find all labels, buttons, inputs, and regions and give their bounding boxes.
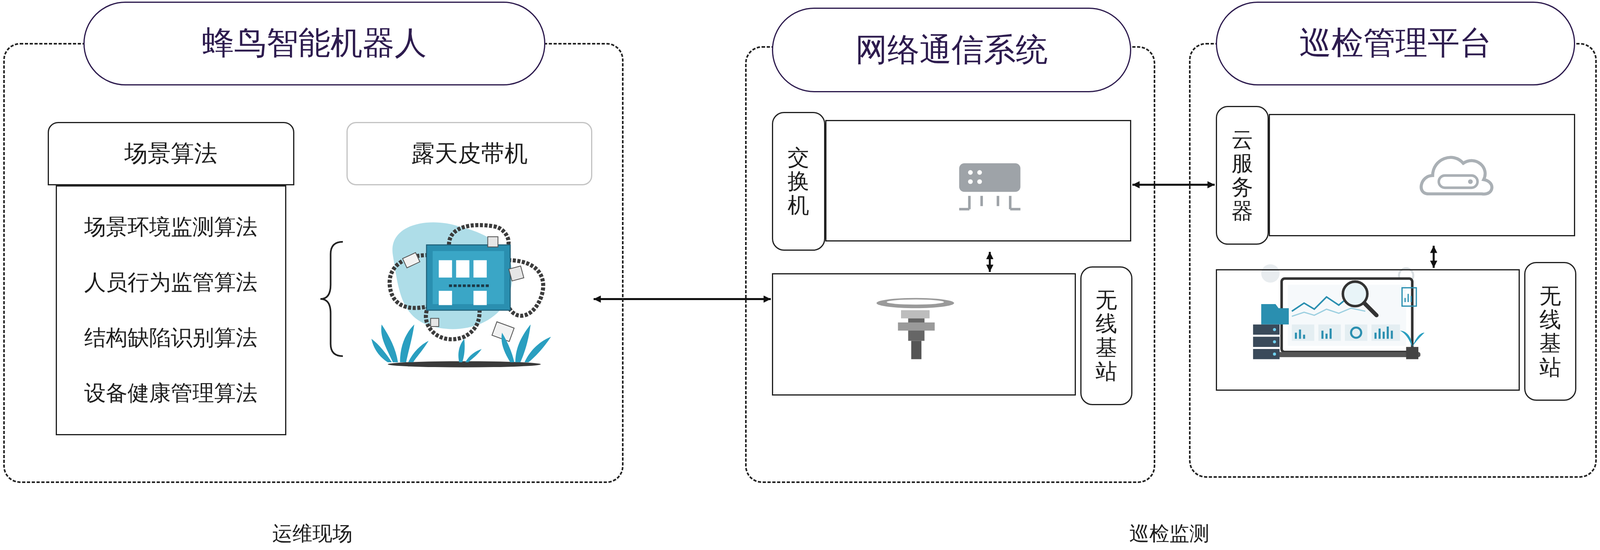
switch-box: 交换机 [771, 111, 1132, 251]
node-label: 巡检管理平台 [1299, 21, 1492, 65]
region-title-pill: 蜂鸟智能机器人 [83, 1, 546, 86]
node-label: 场景环境监测算法 [84, 212, 258, 242]
vertical-label: 无线基站 [1539, 283, 1562, 380]
vertical-tab: 无线基站 [1524, 261, 1577, 401]
node-label: 设备健康管理算法 [84, 378, 258, 408]
vertical-tab: 无线基站 [1080, 266, 1133, 406]
section-caption: 巡检监测 [1129, 520, 1210, 547]
region-title-pill: 网络通信系统 [771, 7, 1132, 93]
base-station-icon [876, 297, 954, 360]
icon-frame [825, 119, 1132, 242]
switch-icon [959, 163, 1021, 209]
region-title-pill: 巡检管理平台 [1215, 1, 1576, 86]
vertical-tab: 交换机 [771, 111, 825, 251]
robot-group-region: 蜂鸟智能机器人场景算法场景环境监测算法人员行为监管算法结构缺陷识别算法设备健康管… [3, 42, 624, 483]
platform-dashboard-illustration [1253, 264, 1425, 360]
node-label: 场景算法 [124, 137, 218, 170]
platform-terminal-box: 无线基站 [1215, 269, 1520, 391]
network-group-region: 网络通信系统交换机无线基站 [745, 46, 1156, 483]
base-station-box: 无线基站 [771, 273, 1076, 396]
section-caption: 运维现场 [272, 520, 353, 547]
algorithm-heading-box: 场景算法 [47, 121, 295, 186]
belt-heading: 露天皮带机 [346, 121, 593, 186]
node-label: 人员行为监管算法 [84, 267, 258, 298]
algorithm-list-box: 场景环境监测算法人员行为监管算法结构缺陷识别算法设备健康管理算法 [55, 185, 287, 436]
node-label: 结构缺陷识别算法 [84, 323, 258, 353]
platform-group-region: 巡检管理平台云服务器无线基站 [1188, 42, 1598, 478]
bidirectional-arrow [1432, 245, 1435, 268]
vertical-label: 云服务器 [1231, 127, 1254, 223]
bidirectional-arrow [988, 251, 991, 272]
cloud-server-box: 云服务器 [1215, 105, 1576, 245]
brace [320, 241, 343, 357]
node-label: 网络通信系统 [855, 28, 1048, 72]
bidirectional-arrow [1132, 183, 1215, 186]
vertical-tab: 云服务器 [1215, 105, 1269, 245]
bidirectional-arrow [593, 297, 771, 300]
icon-frame [1268, 113, 1575, 237]
belt-machine-illustration [371, 222, 551, 367]
vertical-label: 交换机 [787, 145, 810, 217]
cloud-icon [1421, 157, 1492, 195]
vertical-label: 无线基站 [1095, 287, 1118, 384]
node-label: 蜂鸟智能机器人 [202, 21, 427, 65]
node-label: 露天皮带机 [411, 137, 528, 170]
belt-conveyor-box: 露天皮带机 [346, 121, 593, 369]
